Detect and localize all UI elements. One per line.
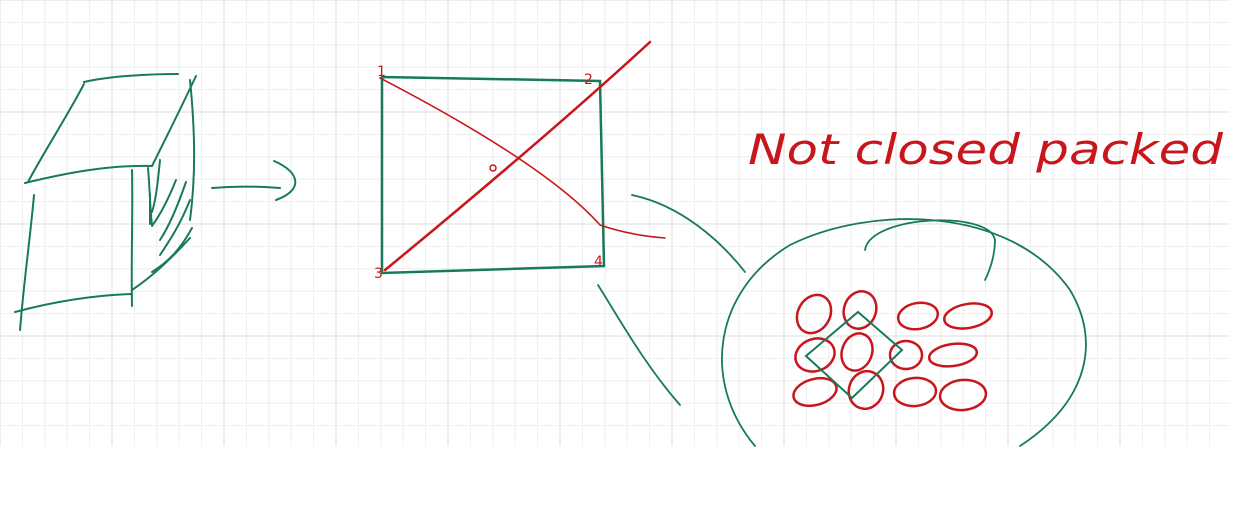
zoom-lines [597, 194, 746, 406]
corner-label-4: 4 [594, 254, 603, 270]
unit-cell-diamond [804, 310, 904, 400]
corner-label-3: 3 [374, 266, 383, 282]
note-text: Not closed packed [748, 125, 1223, 174]
cube-sketch [14, 73, 197, 331]
packed-circles [792, 290, 993, 412]
magnified-circle [721, 218, 1087, 447]
square-face [379, 40, 666, 275]
corner-labels: 1 2 3 4 [374, 64, 603, 282]
corner-label-1: 1 [377, 64, 386, 80]
corner-label-2: 2 [584, 72, 593, 88]
arrow [211, 160, 297, 201]
